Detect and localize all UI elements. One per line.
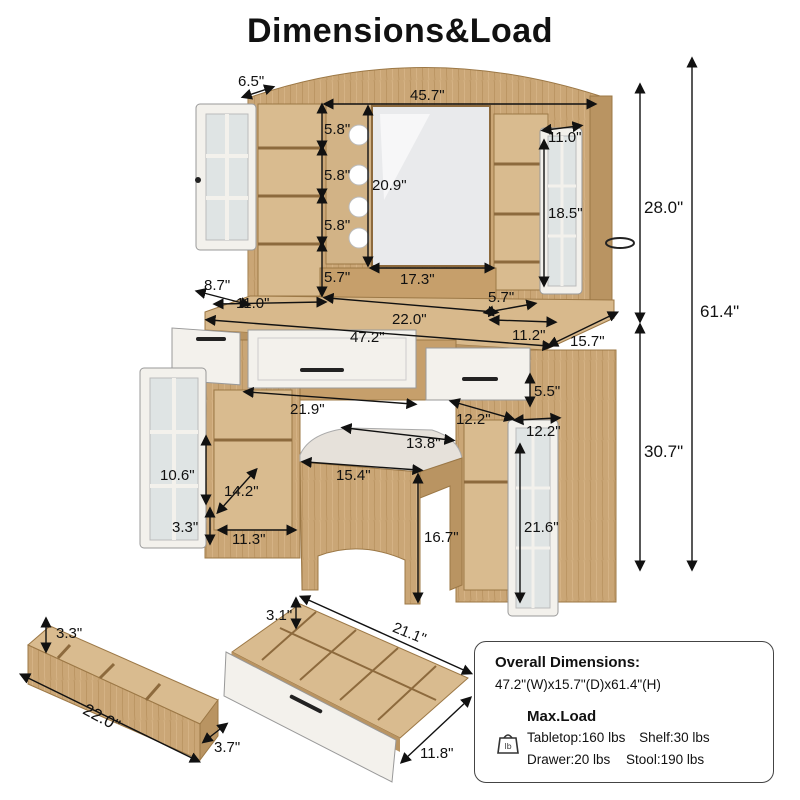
page-title: Dimensions&Load bbox=[247, 12, 553, 50]
dim-right-desk-width: 11.2" bbox=[512, 327, 546, 344]
dim-total-height: 61.4" bbox=[700, 302, 740, 321]
dim-total-width: 47.2" bbox=[350, 329, 385, 346]
specs-box: Overall Dimensions: 47.2"(W)x15.7"(D)x61… bbox=[474, 641, 774, 783]
dim-cubby-2: 5.8" bbox=[324, 167, 351, 184]
dim-right-shelf-width: 11.0" bbox=[548, 129, 582, 146]
overall-dimensions-title: Overall Dimensions: bbox=[495, 654, 641, 671]
tabletop-load: Tabletop:160 lbs bbox=[527, 730, 626, 745]
shelf-load: Shelf:30 lbs bbox=[639, 730, 710, 745]
dim-stool-height: 16.7" bbox=[424, 529, 459, 546]
dim-center-width: 22.0" bbox=[392, 311, 427, 328]
dim-stool-depth: 13.8" bbox=[406, 435, 441, 452]
stool-load: Stool:190 lbs bbox=[626, 752, 705, 767]
dim-top-width: 45.7" bbox=[410, 87, 445, 104]
dim-left-desk-depth: 8.7" bbox=[204, 277, 231, 294]
dim-mirror-height: 20.9" bbox=[372, 177, 407, 194]
dim-left-desk-width: 11.0" bbox=[236, 295, 270, 312]
dim-left-cab-height: 10.6" bbox=[160, 467, 195, 484]
drawer-load: Drawer:20 lbs bbox=[527, 752, 611, 767]
max-load-title: Max.Load bbox=[527, 708, 597, 725]
dim-right-cabinet-depth: 12.2" bbox=[456, 411, 491, 428]
dim-mirror-width: 17.3" bbox=[400, 271, 435, 288]
dim-total-depth: 15.7" bbox=[570, 333, 605, 350]
right-upper-door bbox=[539, 127, 583, 295]
dimension-lines bbox=[18, 56, 698, 764]
dim-cubby-4: 5.7" bbox=[324, 269, 351, 286]
dim-left-cab-width: 11.3" bbox=[232, 531, 266, 548]
dim-right-door-height: 18.5" bbox=[548, 205, 583, 222]
dim-upper-shelf-depth: 6.5" bbox=[238, 73, 265, 90]
organizer-tray bbox=[27, 625, 219, 762]
dim-right-cab-height: 21.6" bbox=[524, 519, 559, 536]
dim-left-cab-base: 3.3" bbox=[172, 519, 199, 536]
dim-drawer-height: 5.5" bbox=[534, 383, 561, 400]
dim-lower-height: 30.7" bbox=[644, 442, 684, 461]
load-row-2: Drawer:20 lbs Stool:190 lbs bbox=[527, 752, 704, 767]
stool bbox=[299, 427, 463, 605]
dim-cubby-3: 5.8" bbox=[324, 217, 351, 234]
overall-dimensions-value: 47.2"(W)x15.7"(D)x61.4"(H) bbox=[495, 677, 661, 692]
dim-drawer-depth: 11.8" bbox=[420, 745, 454, 762]
dim-cubby-1: 5.8" bbox=[324, 121, 351, 138]
dim-drawer-divider: 3.1" bbox=[266, 607, 293, 624]
dim-right-cabinet-width: 12.2" bbox=[526, 423, 561, 440]
left-upper-door bbox=[195, 103, 257, 251]
dim-organizer-depth: 3.7" bbox=[214, 739, 241, 756]
dim-upper-height: 28.0" bbox=[644, 198, 684, 217]
dim-right-gap: 5.7" bbox=[488, 289, 515, 306]
dim-stool-width: 15.4" bbox=[336, 467, 371, 484]
dim-left-cab-depth: 14.2" bbox=[224, 483, 259, 500]
weight-icon: lb bbox=[497, 734, 519, 754]
weight-icon-label: lb bbox=[504, 742, 511, 751]
dim-knee-width: 21.9" bbox=[290, 401, 325, 418]
dim-organizer-height: 3.3" bbox=[56, 625, 83, 642]
hutch bbox=[195, 67, 635, 303]
load-row-1: Tabletop:160 lbs Shelf:30 lbs bbox=[527, 730, 710, 745]
